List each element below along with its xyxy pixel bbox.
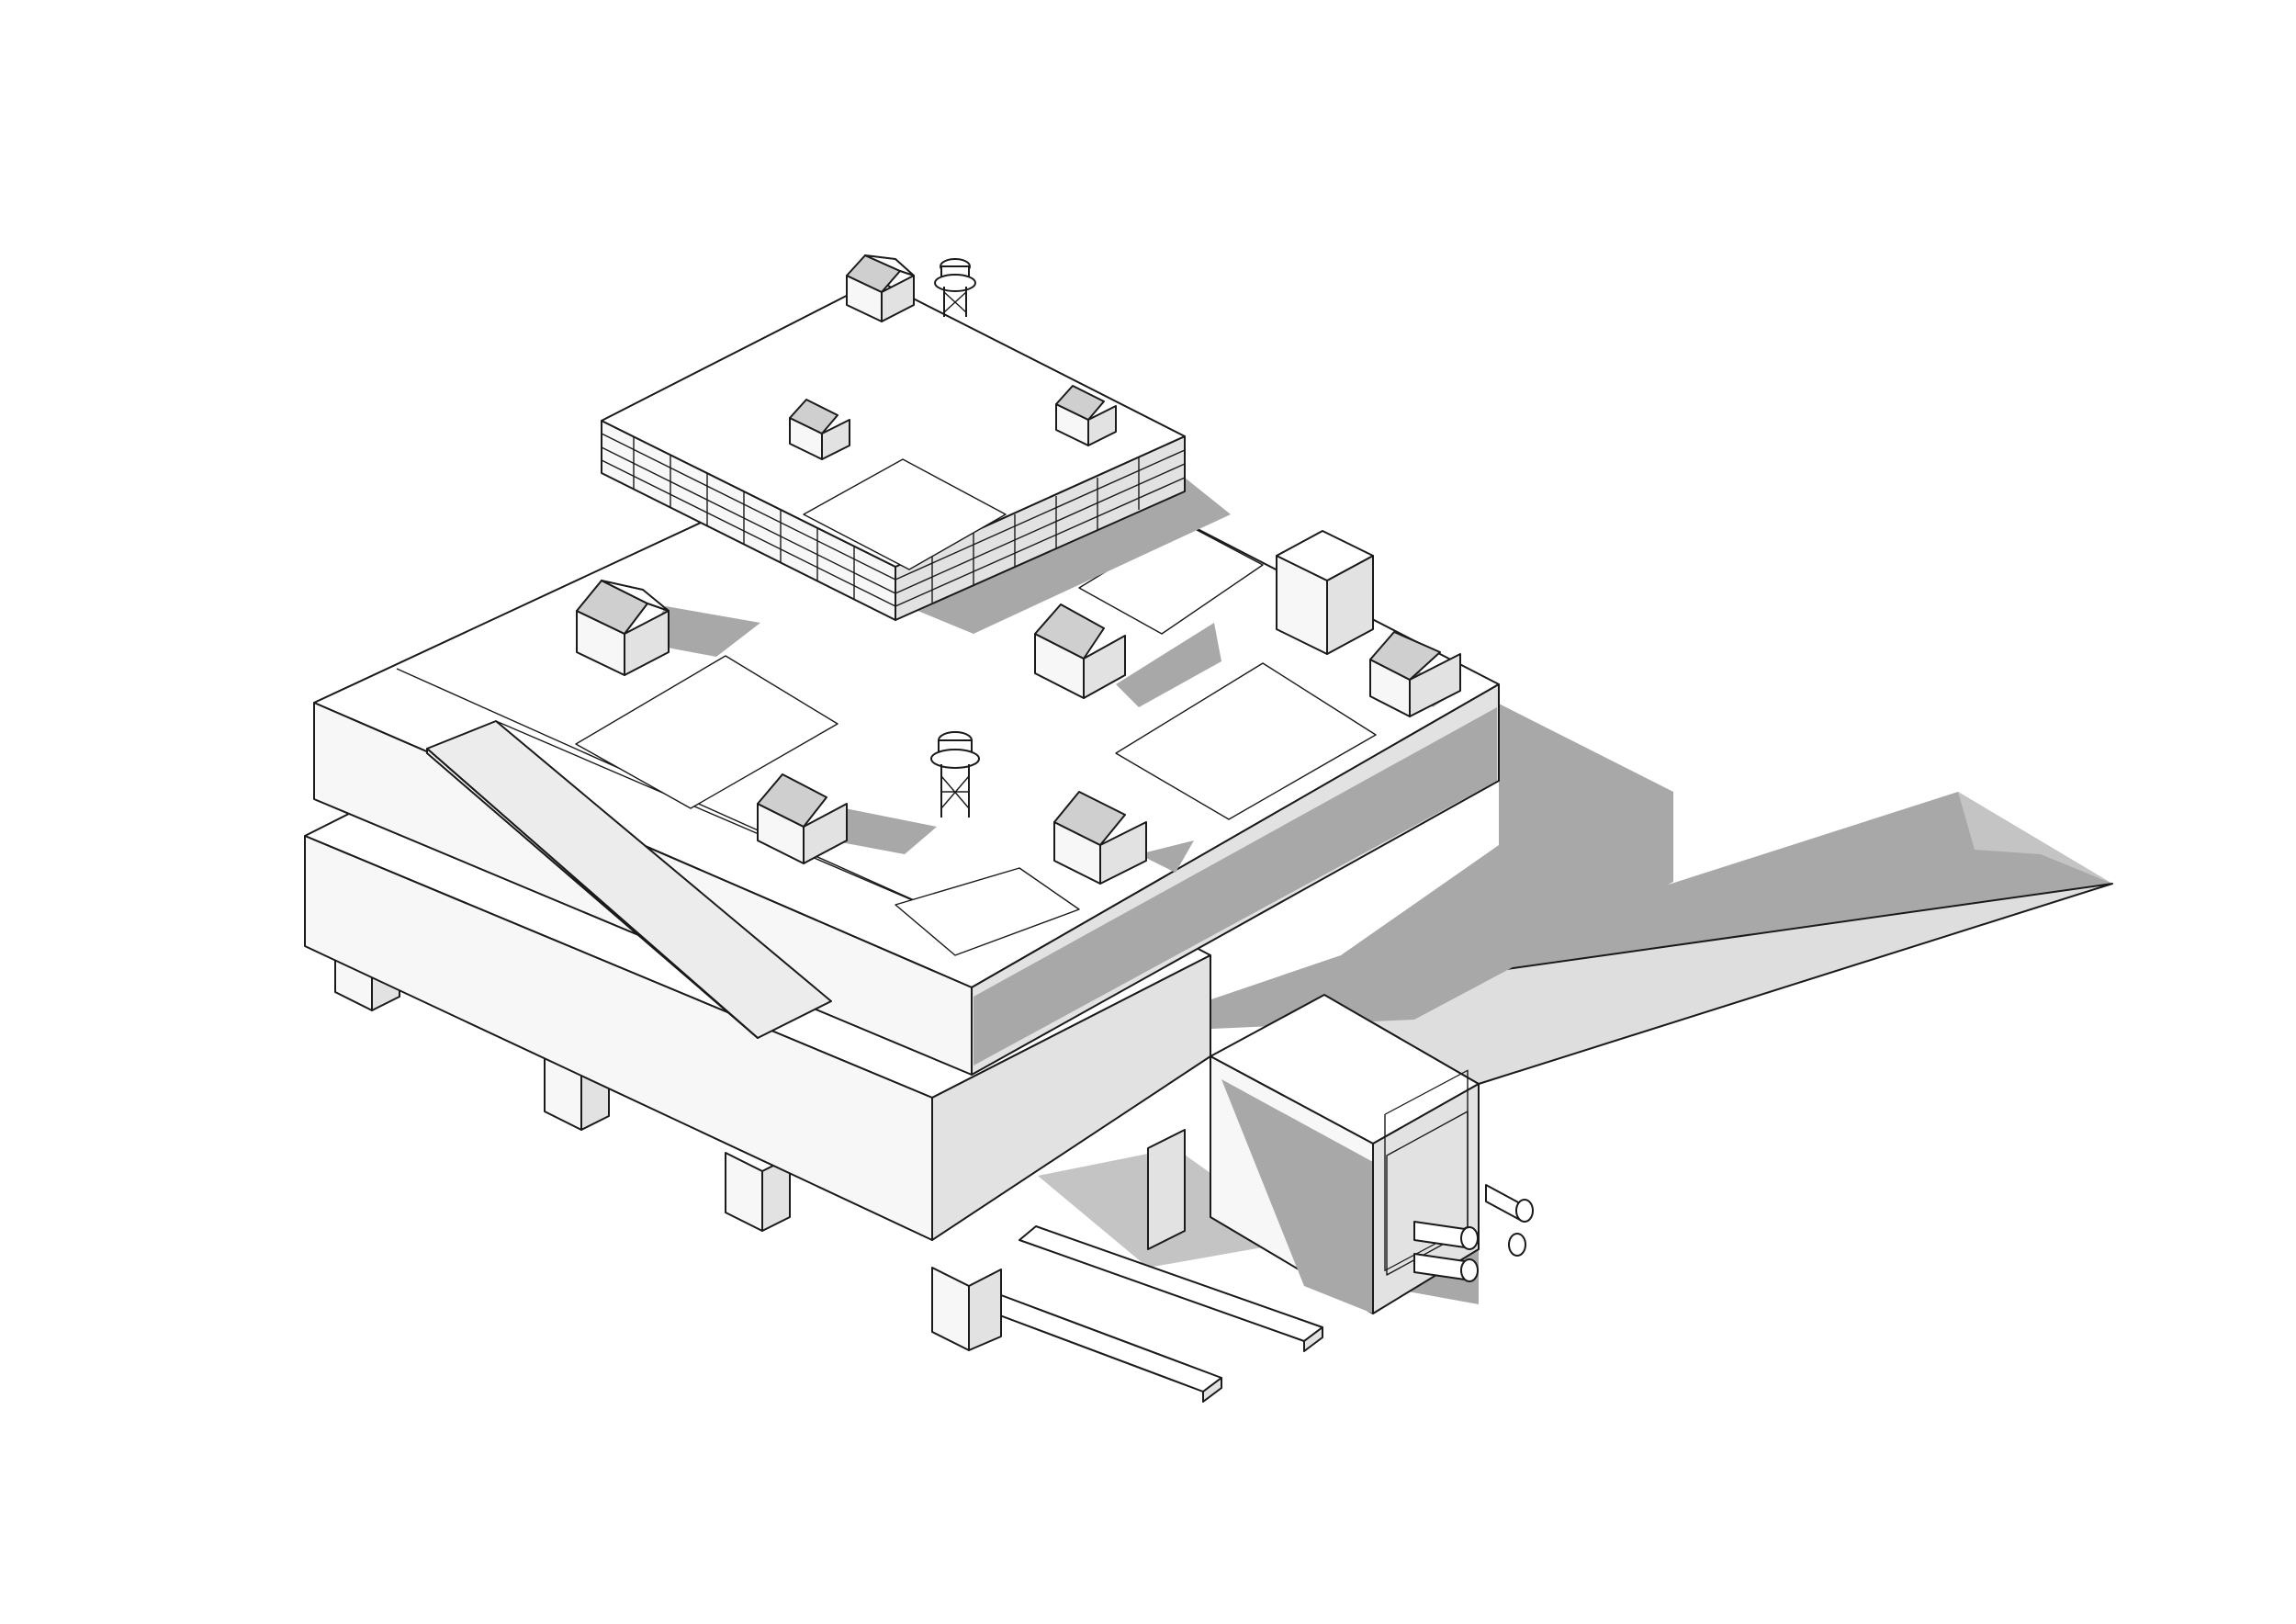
long-wedge-ramp bbox=[1323, 792, 2113, 1085]
house bbox=[1053, 791, 1147, 885]
roof-plots bbox=[575, 523, 1377, 956]
water-towers bbox=[930, 258, 980, 818]
house bbox=[1034, 603, 1126, 699]
house bbox=[1055, 385, 1117, 446]
landscape-ramp bbox=[426, 720, 956, 1039]
box-block bbox=[1276, 530, 1374, 655]
house bbox=[576, 580, 670, 676]
railway-tracks bbox=[982, 1225, 1323, 1403]
service-block bbox=[1210, 994, 1480, 1314]
column bbox=[931, 1267, 1002, 1351]
pipe-4 bbox=[1508, 1233, 1526, 1257]
gable-houses bbox=[576, 254, 1461, 885]
pipe-2 bbox=[1413, 1221, 1479, 1250]
water-tower bbox=[930, 731, 980, 818]
house bbox=[1369, 631, 1461, 717]
column bbox=[725, 1152, 791, 1232]
water-tower bbox=[934, 258, 976, 317]
house bbox=[789, 399, 850, 460]
house bbox=[846, 254, 915, 322]
column bbox=[1147, 1129, 1186, 1250]
pipe-outlets bbox=[1413, 1184, 1534, 1282]
upper-floating-platform bbox=[601, 279, 1231, 634]
pipe-1 bbox=[1485, 1184, 1534, 1223]
pipe-3 bbox=[1413, 1253, 1479, 1282]
house bbox=[757, 773, 848, 864]
lattice-facade bbox=[601, 433, 1186, 607]
